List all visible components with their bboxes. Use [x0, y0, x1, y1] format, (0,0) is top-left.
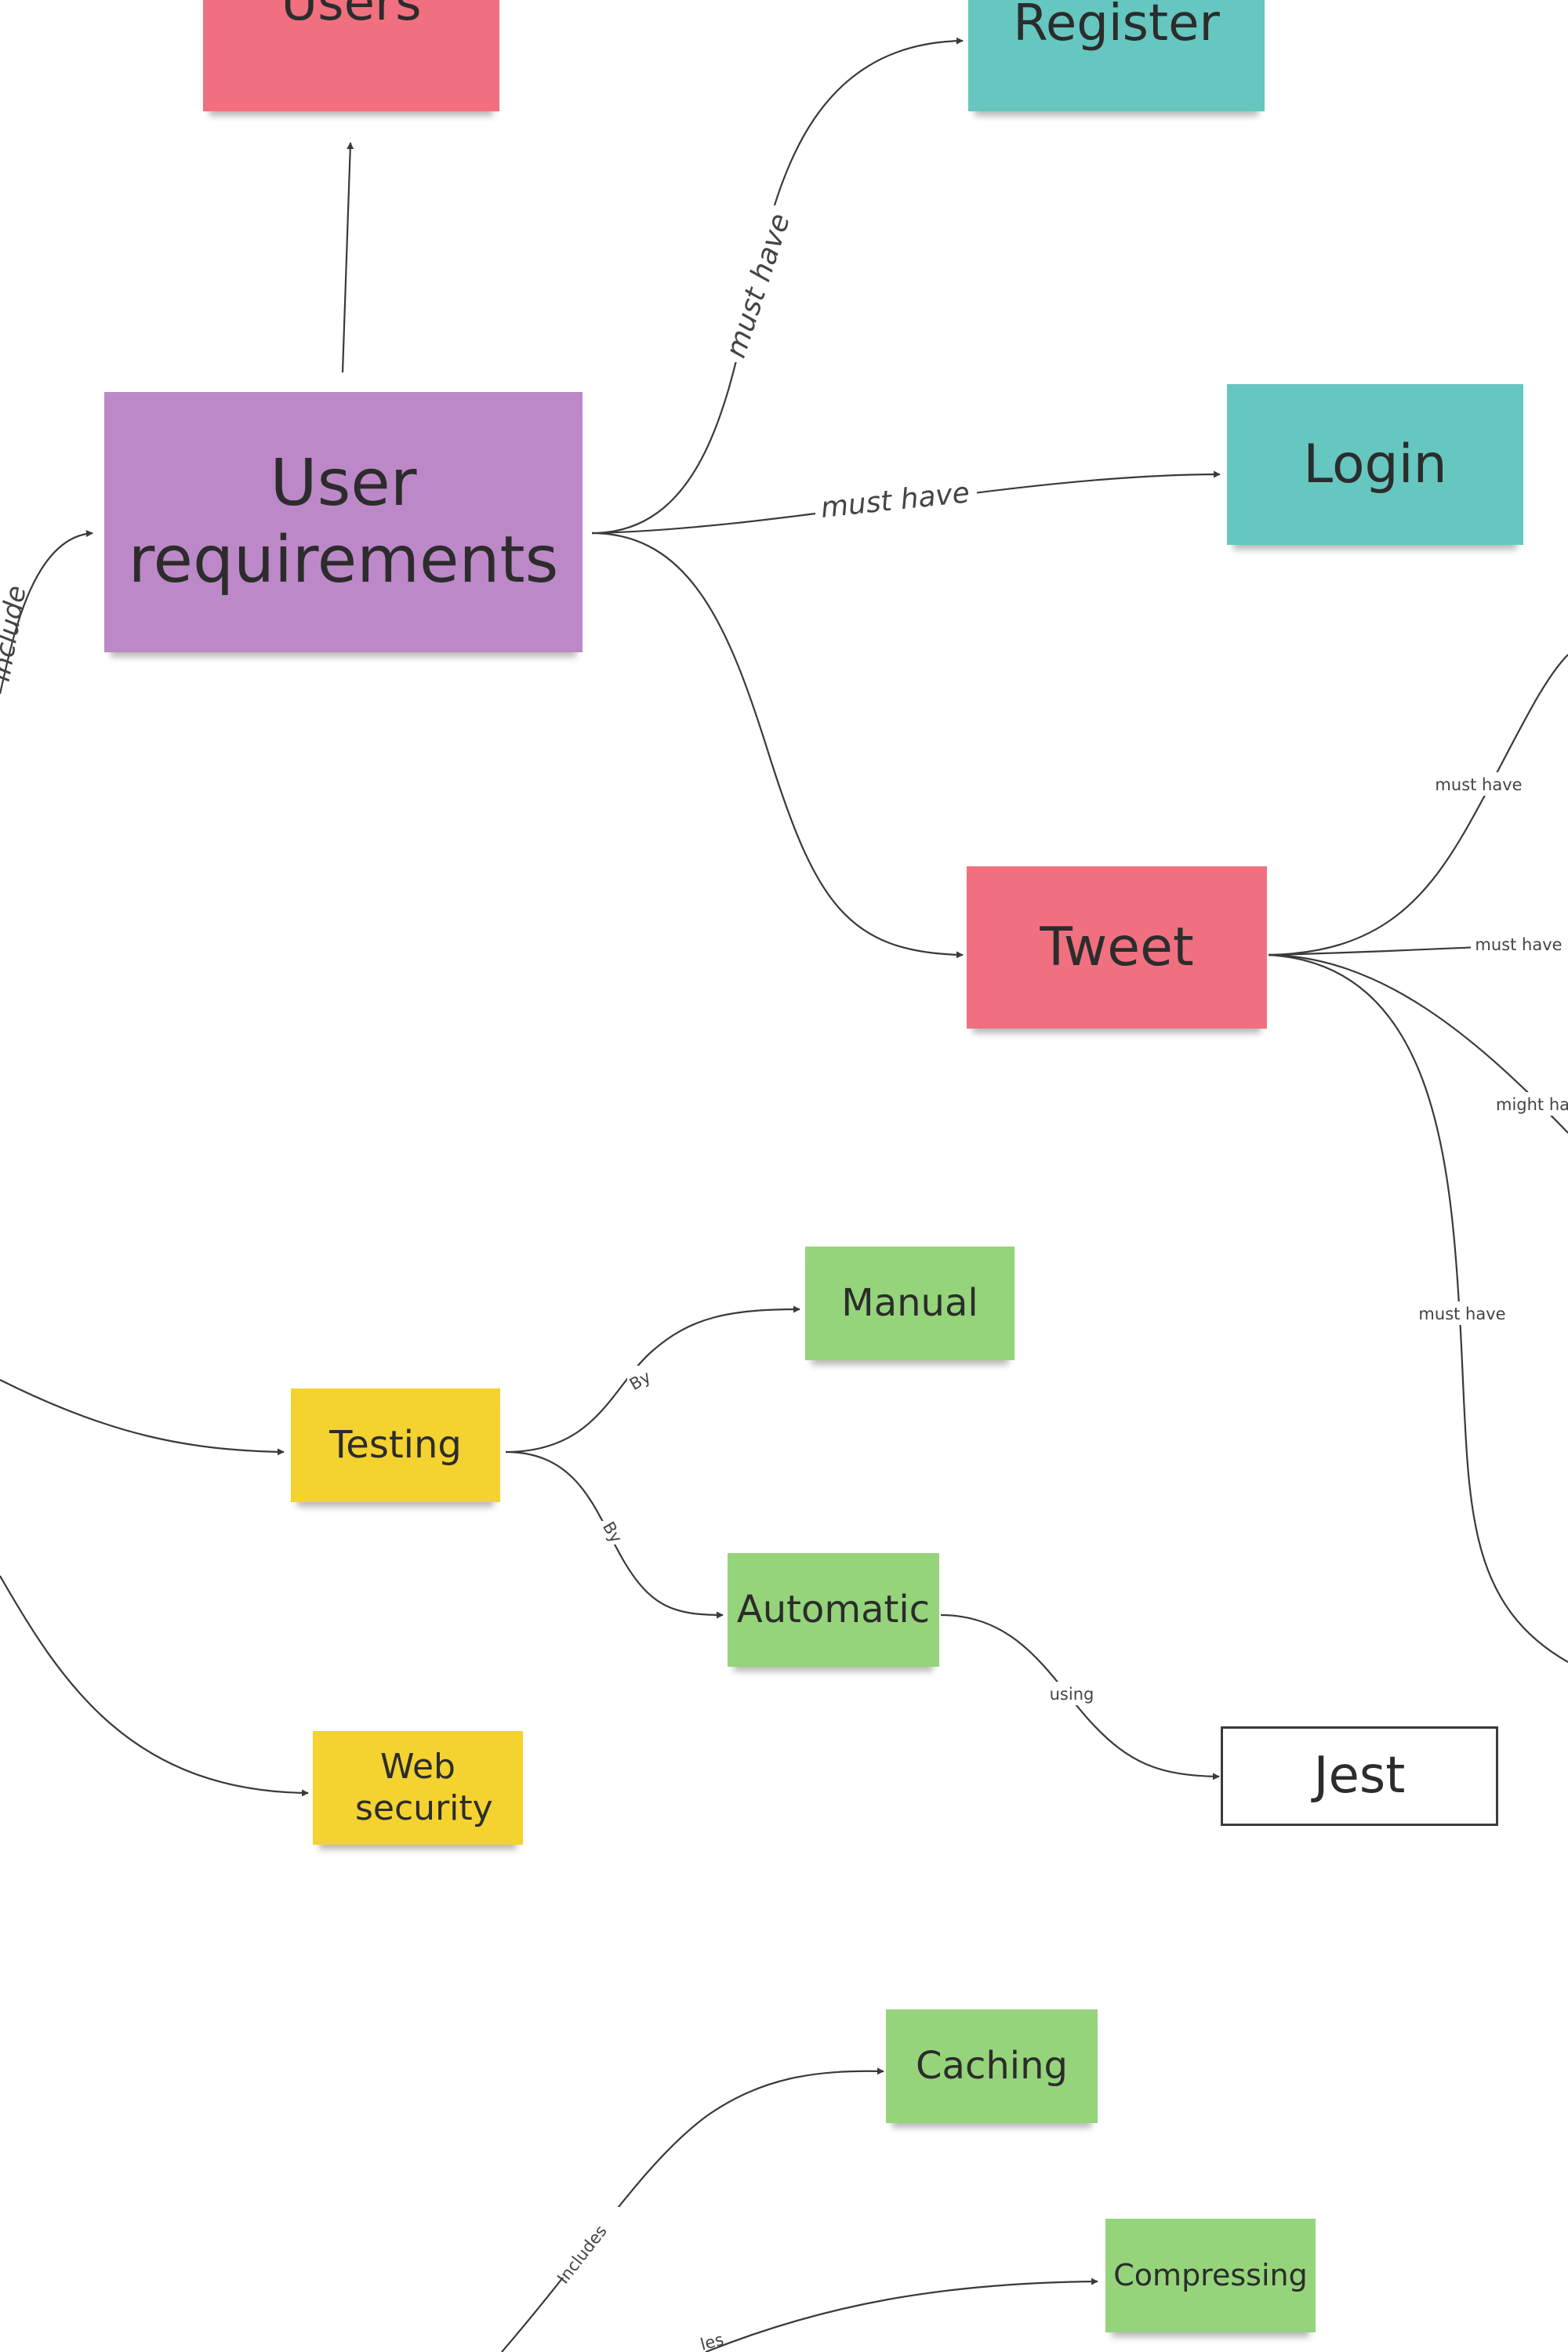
edge-label-tweet-must-have-1: must have — [1435, 775, 1522, 794]
edge-testing-automatic[interactable] — [505, 1450, 724, 1619]
edge-in-compressing[interactable] — [705, 2278, 1098, 2352]
edge-userreq-users[interactable] — [341, 142, 354, 373]
sticky-note-compressing-label: Compressing — [1113, 2257, 1308, 2292]
edge-testing-manual[interactable] — [505, 1305, 800, 1454]
sticky-note-caching-label: Caching — [916, 2043, 1068, 2088]
edge-label-compressing-partial: les — [699, 2330, 726, 2352]
sticky-note-tweet-label: Tweet — [1040, 916, 1194, 978]
sticky-note-login[interactable]: Login — [1227, 384, 1523, 545]
edge-label-bg — [1494, 1092, 1568, 1116]
edge-tweet-mh1[interactable] — [1268, 654, 1568, 956]
edge-label-bg — [627, 1366, 659, 1389]
edge-label-tweet-must-have-2: must have — [1475, 935, 1562, 954]
sticky-note-compressing[interactable]: Compressing — [1105, 2219, 1316, 2332]
sticky-note-register[interactable]: Register — [968, 0, 1265, 111]
sticky-note-register-label: Register — [1013, 0, 1220, 53]
edge-label-using: using — [1050, 1685, 1094, 1704]
edge-in-websecurity[interactable] — [0, 1575, 309, 1797]
edge-label-bg — [815, 470, 977, 525]
sticky-note-users[interactable]: Users — [203, 0, 499, 111]
edge-automatic-jest[interactable] — [940, 1613, 1220, 1780]
sticky-note-manual[interactable]: Manual — [805, 1247, 1014, 1360]
edge-label-bg — [1043, 1682, 1102, 1705]
sticky-note-login-label: Login — [1303, 433, 1447, 495]
sticky-note-automatic-label: Automatic — [736, 1587, 931, 1632]
node-jest-label: Jest — [1313, 1747, 1406, 1806]
sticky-note-user-requirements[interactable]: User requirements — [104, 392, 583, 652]
edge-label-bg — [720, 205, 795, 362]
edge-label-tweet-must-have-3: must have — [1418, 1305, 1505, 1323]
edge-label-include: include — [0, 583, 33, 684]
edge-in-testing[interactable] — [0, 1379, 285, 1456]
edge-label-tweet-might-have: might ha — [1496, 1095, 1568, 1114]
edge-label-bg — [1431, 772, 1525, 796]
sticky-note-tweet[interactable]: Tweet — [967, 866, 1267, 1029]
sticky-note-testing-label: Testing — [329, 1422, 462, 1467]
sticky-note-manual-label: Manual — [841, 1280, 978, 1325]
sticky-note-web-security-label: Web security — [355, 1746, 493, 1828]
sticky-note-web-security[interactable]: Web security — [313, 1731, 523, 1845]
sticky-note-caching[interactable]: Caching — [886, 2009, 1098, 2123]
sticky-note-automatic[interactable]: Automatic — [728, 1553, 939, 1667]
edge-label-bg — [549, 2207, 619, 2278]
edge-label-bg — [592, 1521, 623, 1544]
sticky-note-user-requirements-label: User requirements — [128, 445, 559, 597]
edge-label-bg — [1415, 1301, 1509, 1325]
node-jest[interactable]: Jest — [1221, 1726, 1498, 1826]
edge-label-bg — [1471, 933, 1568, 956]
edge-include-userreq[interactable] — [0, 530, 93, 695]
sticky-note-testing[interactable]: Testing — [291, 1388, 500, 1502]
sticky-note-users-label: Users — [281, 0, 422, 32]
edge-userreq-tweet[interactable] — [591, 532, 964, 959]
